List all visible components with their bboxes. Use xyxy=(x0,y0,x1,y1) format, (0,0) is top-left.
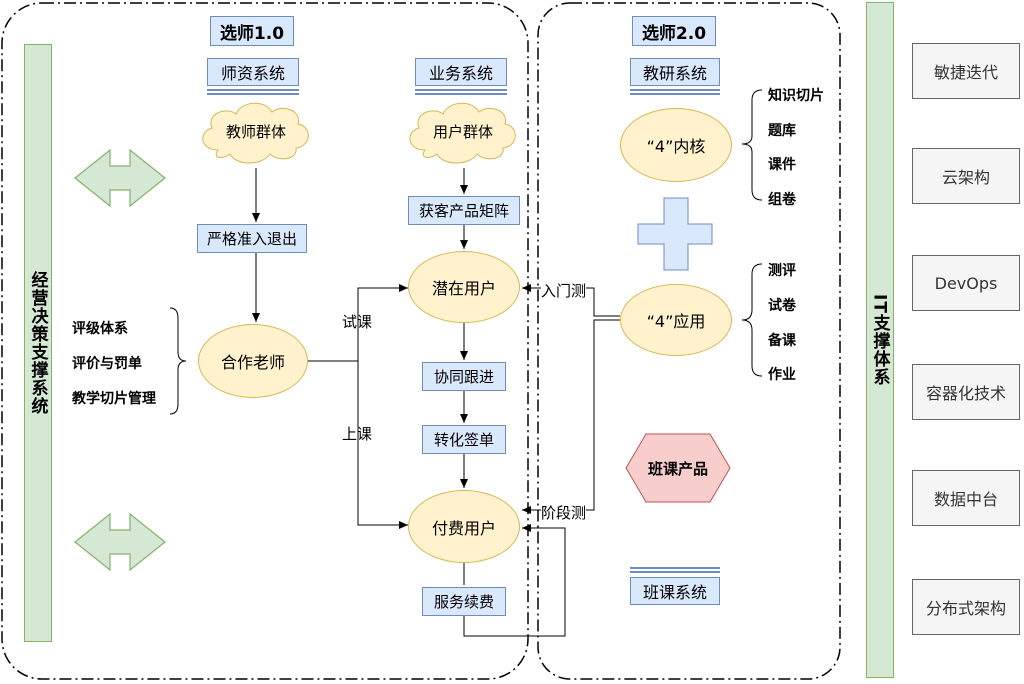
core-label: “4”内核 xyxy=(646,137,706,156)
acquire-matrix-box: 获客产品矩阵 xyxy=(408,196,520,225)
teacher-system-label: 师资系统 xyxy=(220,64,285,83)
it-item-data-platform: 数据中台 xyxy=(912,470,1020,526)
double-arrow-icon-top xyxy=(74,148,166,208)
brace-core-items xyxy=(741,89,763,201)
apply-item-homework: 作业 xyxy=(768,367,796,383)
double-arrow-icon-bottom xyxy=(74,512,166,572)
core-node: “4”内核 xyxy=(620,108,732,182)
apply-item-assessment: 测评 xyxy=(768,263,796,279)
apply-node: “4”应用 xyxy=(620,284,732,356)
apply-label: “4”应用 xyxy=(646,312,706,331)
v2-title: 选师2.0 xyxy=(632,16,716,46)
decision-support-bar: 经营决策支撑系统 xyxy=(24,44,52,642)
brace-left-list xyxy=(169,307,187,415)
research-system-underline xyxy=(630,88,720,98)
plus-icon xyxy=(637,197,713,271)
class-product-label: 班课产品 xyxy=(647,460,708,478)
core-item-question-bank: 题库 xyxy=(768,123,796,139)
potential-user-label: 潜在用户 xyxy=(431,279,496,298)
cooperate-teacher-label: 合作老师 xyxy=(220,353,285,372)
v1-container xyxy=(1,2,529,680)
it-item-agile: 敏捷迭代 xyxy=(912,43,1020,99)
cloud-icon-teacher xyxy=(202,102,309,164)
left-list-item-slice-mgmt: 教学切片管理 xyxy=(72,391,156,407)
business-system-box: 业务系统 xyxy=(415,58,507,86)
teacher-group-label: 教师群体 xyxy=(225,122,286,141)
user-group-label: 用户群体 xyxy=(432,122,493,141)
class-system-topline xyxy=(630,566,720,576)
entry-test-label: 入门测 xyxy=(541,280,587,301)
teacher-system-box: 师资系统 xyxy=(207,58,299,86)
it-item-container: 容器化技术 xyxy=(912,364,1020,420)
stage-test-label: 阶段测 xyxy=(541,502,587,523)
collab-followup-box: 协同跟进 xyxy=(422,362,506,391)
service-renew-box: 服务续费 xyxy=(422,587,506,616)
research-system-label: 教研系统 xyxy=(642,64,707,83)
left-list-item-rating: 评级体系 xyxy=(72,321,128,337)
it-item-cloud: 云架构 xyxy=(912,148,1020,204)
cloud-icon-user xyxy=(409,102,516,164)
it-support-bar: IT支撑体系 xyxy=(866,2,894,678)
attend-lesson-label: 上课 xyxy=(342,425,373,443)
class-system-label: 班课系统 xyxy=(642,583,707,602)
cooperate-teacher-node: 合作老师 xyxy=(198,324,308,398)
it-item-distributed: 分布式架构 xyxy=(912,579,1020,635)
convert-sign-box: 转化签单 xyxy=(422,425,506,454)
it-support-label: IT支撑体系 xyxy=(869,294,890,386)
core-item-courseware: 课件 xyxy=(768,157,796,173)
potential-user-node: 潜在用户 xyxy=(408,251,520,323)
teacher-system-underline xyxy=(207,88,299,98)
strict-entry-box: 严格准入退出 xyxy=(197,224,307,253)
paid-user-node: 付费用户 xyxy=(408,490,520,563)
trial-lesson-label: 试课 xyxy=(342,313,373,331)
v1-title: 选师1.0 xyxy=(210,16,294,46)
business-system-underline xyxy=(415,88,507,98)
research-system-box: 教研系统 xyxy=(630,58,720,86)
brace-apply-items xyxy=(741,263,763,377)
core-item-paper-assembly: 组卷 xyxy=(768,192,796,208)
it-item-devops: DevOps xyxy=(912,255,1020,311)
apply-item-test-paper: 试卷 xyxy=(768,298,796,314)
class-system-box: 班课系统 xyxy=(630,577,720,605)
v2-container xyxy=(537,2,841,680)
apply-item-lesson-prep: 备课 xyxy=(768,333,796,349)
business-system-label: 业务系统 xyxy=(428,64,493,83)
paid-user-label: 付费用户 xyxy=(431,518,496,538)
core-item-knowledge-slice: 知识切片 xyxy=(768,88,824,104)
decision-support-label: 经营决策支撑系统 xyxy=(27,271,48,415)
class-product-hexagon xyxy=(625,433,731,503)
left-list-item-evaluation: 评价与罚单 xyxy=(72,356,142,372)
